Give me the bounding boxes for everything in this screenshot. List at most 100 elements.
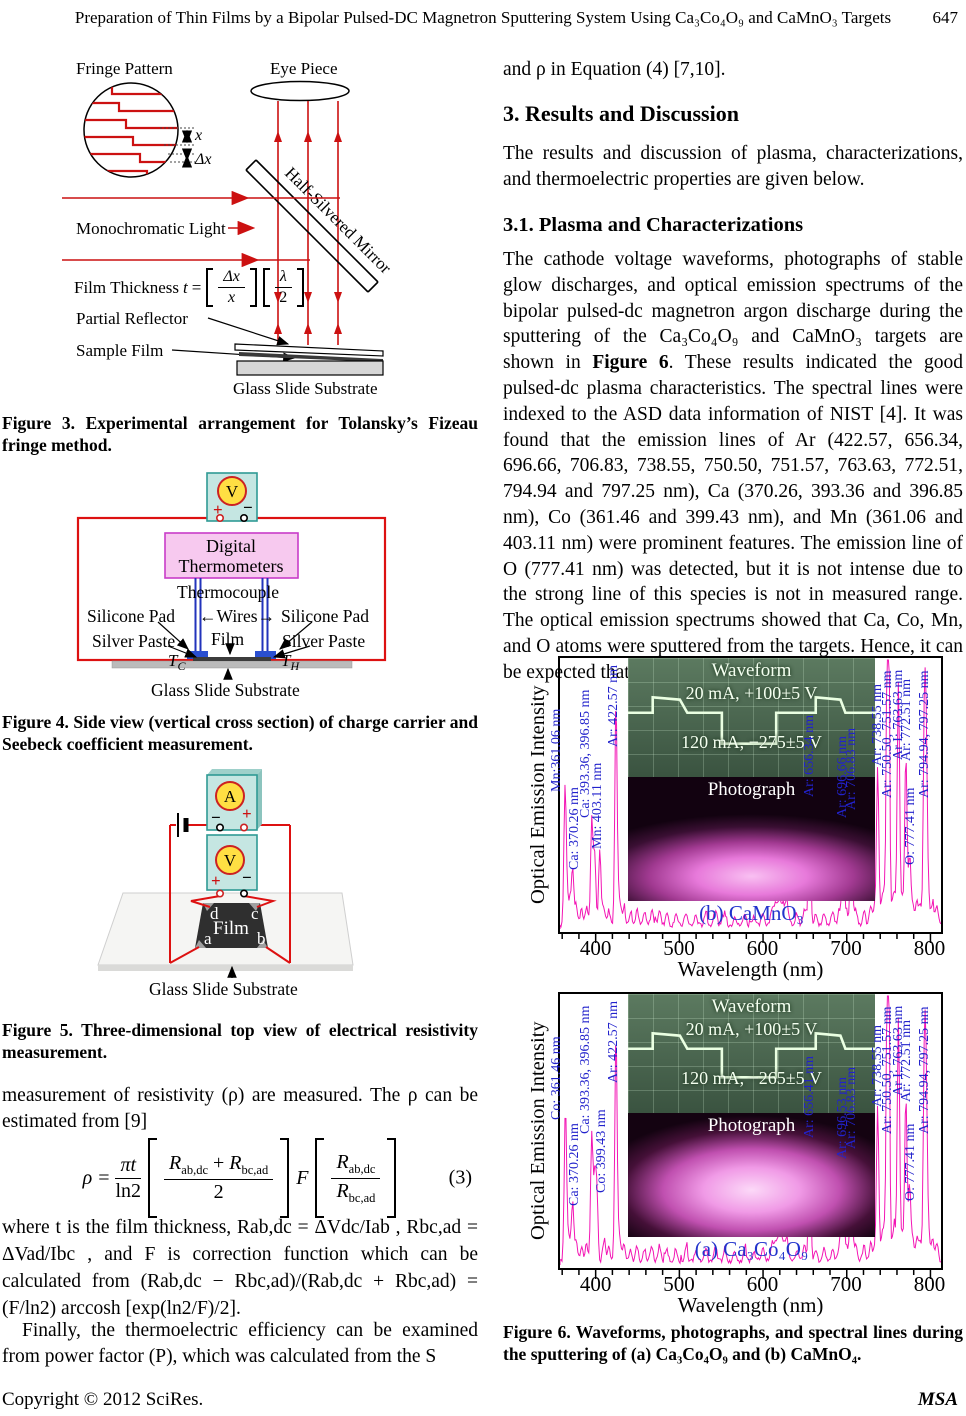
voltmeter-terminal-minus	[240, 513, 249, 522]
ammeter-terminal-minus	[216, 823, 225, 832]
waveform-trace	[628, 1033, 875, 1077]
right-intro-line: and ρ in Equation (4) [7,10].	[503, 59, 726, 80]
voltmeter-minus: −	[243, 498, 253, 517]
x-tick-label: 400	[579, 936, 612, 960]
ammeter-terminal-plus	[240, 823, 249, 832]
x-tick-label: 500	[663, 936, 695, 960]
glass-substrate-label-5: Glass Slide Substrate	[149, 979, 298, 999]
peak-label: Ar: 422.57 nm	[606, 665, 622, 748]
spectrum-panel-a: Optical Emission Intensity Waveform 20 m…	[503, 988, 966, 1323]
x-ticks-svg	[561, 934, 932, 943]
thermocouple-label: Thermocouple	[177, 582, 280, 602]
plot-frame	[558, 992, 943, 1270]
figure4-caption: Figure 4. Side view (vertical cross sect…	[2, 712, 478, 754]
waveform-svg	[628, 658, 875, 777]
peak-label: Ca: 370.26 nm	[566, 1122, 582, 1206]
peak-label: Ar: 706.83 nm	[843, 1066, 859, 1149]
digital-thermometers-box	[164, 532, 299, 579]
waveform-line1: 20 mA, +100±5 V	[685, 1019, 818, 1039]
film-corner-letters: d c a b	[204, 904, 266, 948]
left-paragraph-1: measurement of resistivity (ρ) are measu…	[2, 1085, 478, 1132]
right-paragraph-1: The results and discussion of plasma, ch…	[503, 143, 963, 190]
peak-label: Ar: 656.41 nm	[801, 1056, 817, 1139]
ft-frac1-den: x	[228, 289, 236, 306]
x-tick-label: 800	[913, 936, 946, 960]
silicone-pad-right-shape	[255, 651, 276, 659]
circuit-wires	[169, 824, 291, 964]
peak-label: Ar: 772.51 nm	[898, 678, 914, 761]
ft-frac1-num: Δx	[218, 268, 245, 288]
voltmeter-plus: +	[213, 500, 223, 519]
ft-var: t	[183, 277, 188, 297]
ft-frac2-den: 2	[279, 289, 288, 306]
left-paragraph-2: where t is the film thickness, Rab,dc = …	[2, 1217, 478, 1319]
voltmeter-dial	[217, 476, 247, 506]
partial-reflector-plate	[234, 343, 384, 357]
eq3-frac3: Rab,dc Rbc,ad	[331, 1151, 381, 1206]
x-tick-label: 600	[746, 1272, 779, 1296]
peak-label: Mn:361.06 nm	[549, 708, 565, 792]
peak-label: Ar: 656.34 nm	[801, 714, 817, 797]
p2-bold: Figure 6	[592, 352, 669, 374]
silicone-pad-left-shape	[187, 651, 208, 659]
x-tick-label: 800	[913, 1272, 946, 1296]
sample-film-layer	[239, 352, 383, 362]
x-tick-label: 500	[663, 1272, 695, 1296]
right-paragraph-2: The cathode voltage waveforms, photograp…	[503, 247, 963, 686]
figure4: V + − Digital Thermometers TC TH Thermoc…	[60, 465, 470, 710]
panel-label-a: (a) Ca₃Co₄O₉	[694, 1237, 809, 1261]
voltmeter-terminal-plus	[216, 513, 225, 522]
spectrum-path	[560, 995, 941, 1266]
plot-frame	[558, 656, 943, 934]
peak-label: Ar: 794.94, 797.25 nm	[917, 670, 933, 799]
eq3-F: F	[296, 1166, 309, 1189]
page-number: 647	[932, 8, 959, 27]
film-shape	[195, 903, 268, 948]
header-title: Preparation of Thin Films by a Bipolar P…	[74, 8, 892, 27]
svg-text:a: a	[204, 929, 212, 948]
eq3-number: (3)	[448, 1166, 472, 1189]
glass-substrate-label: Glass Slide Substrate	[233, 379, 378, 398]
ft-prefix: Film Thickness	[74, 277, 179, 297]
voltmeter5-minus: −	[242, 868, 252, 887]
y-axis-label: Optical Emission Intensity	[527, 1021, 549, 1241]
p2-before: The cathode voltage waveforms, photograp…	[503, 249, 963, 374]
voltmeter5-terminal-plus	[216, 889, 225, 898]
photograph-inset: Photograph	[628, 777, 875, 901]
x-axis-label: Wavelength (nm)	[677, 1293, 824, 1317]
spectrum-svg	[560, 659, 941, 930]
section-heading-3-1: 3.1. Plasma and Characterizations	[503, 214, 804, 236]
figure4-diagram: V + − Digital Thermometers TC TH	[76, 472, 387, 680]
ammeter-plus: +	[242, 804, 252, 823]
digital-thermometers-line2: Thermometers	[179, 556, 284, 576]
footer-copyright: Copyright © 2012 SciRes.	[2, 1389, 204, 1410]
x-tick-label: 600	[746, 936, 779, 960]
half-silvered-mirror	[245, 159, 379, 293]
fringe-pattern-label: Fringe Pattern	[76, 59, 173, 78]
waveform-title: Waveform	[711, 660, 792, 681]
silicone-pad-left-label: Silicone Pad	[87, 606, 175, 626]
voltmeter5-terminal-minus	[240, 889, 249, 898]
eye-piece-lens	[250, 80, 350, 102]
left-paragraph-3: Finally, the thermoelectric efficiency c…	[2, 1320, 478, 1367]
x-tick-label: 400	[579, 1272, 612, 1296]
page-header: Preparation of Thin Films by a Bipolar P…	[0, 8, 966, 28]
voltmeter-letter: V	[226, 482, 239, 501]
peak-label: Ca: 393.36, 396.85 nm	[578, 1006, 594, 1135]
figure3-diagram: Fringe Pattern Eye Piece x Δx	[62, 59, 395, 398]
silicone-pad-right-label: Silicone Pad	[281, 606, 369, 626]
figure3-caption: Figure 3. Experimental arrangement for T…	[2, 413, 478, 455]
svg-text:b: b	[257, 929, 266, 948]
waveform-inset: Waveform 20 mA, +100±5 V 120 mA, −265±5 …	[628, 994, 875, 1113]
waveform-title: Waveform	[711, 996, 792, 1017]
eq3-lhs: ρ	[82, 1166, 93, 1189]
x-axis-label: Wavelength (nm)	[677, 957, 824, 981]
ft-frac2-num: λ	[274, 268, 292, 288]
th-label: TH	[281, 651, 300, 673]
waveform-inset: Waveform 20 mA, +100±5 V 120 mA, −275±5 …	[628, 658, 875, 777]
voltmeter5-plus: +	[211, 871, 221, 890]
ammeter-letter: A	[224, 787, 237, 806]
